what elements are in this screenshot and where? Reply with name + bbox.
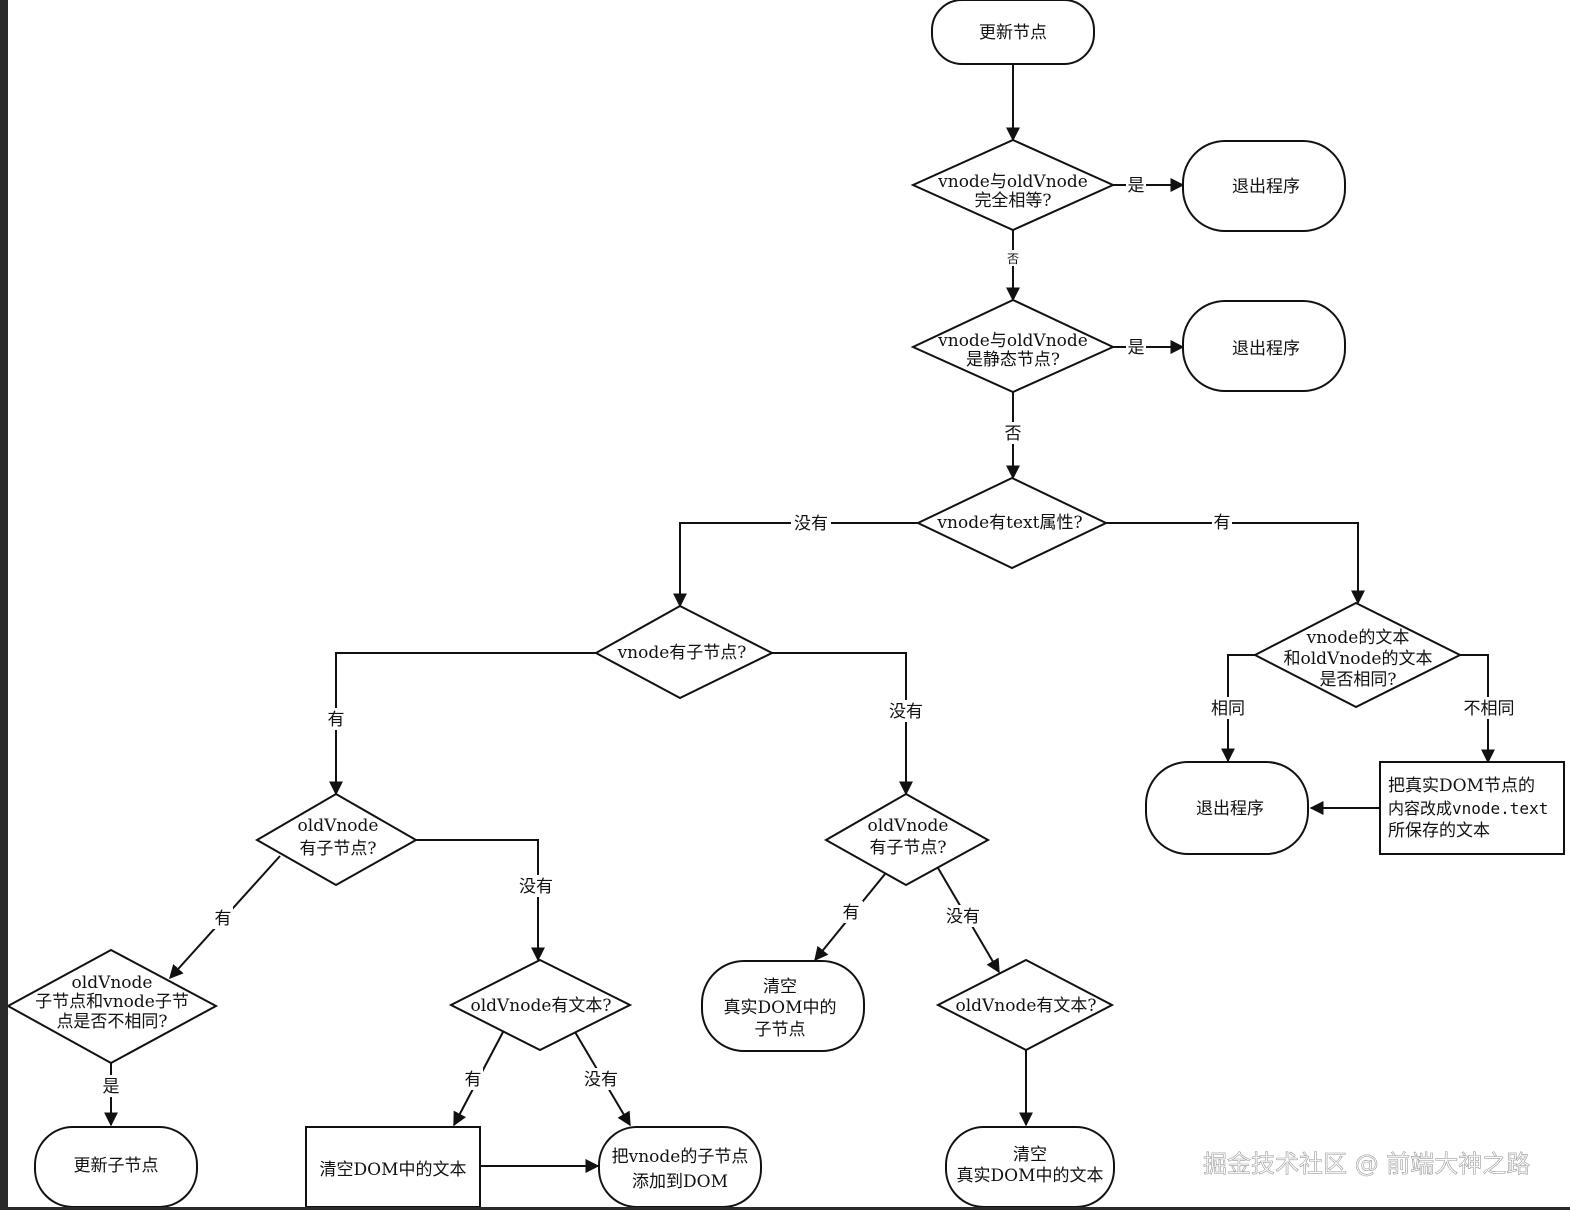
add-children-node xyxy=(598,1126,762,1207)
clear-children-line3: 子节点 xyxy=(755,1020,806,1040)
node-labels: 更新节点 vnode与oldVnode 完全相等? 退出程序 vnode与old… xyxy=(35,23,1548,1192)
edge-text-no xyxy=(673,522,918,608)
decision-same-text xyxy=(1252,601,1463,709)
clear-real-text-line1: 清空 xyxy=(1013,1145,1047,1165)
exit-1-label: 退出程序 xyxy=(1232,177,1300,197)
old-text-left-label: oldVnode有文本? xyxy=(470,996,611,1016)
set-text-line1: 把真实DOM节点的 xyxy=(1388,776,1535,796)
update-children-node xyxy=(34,1126,198,1207)
equal-label-line2: 完全相等? xyxy=(974,191,1051,211)
label-old-children-r-yes: 有 xyxy=(843,903,860,923)
decision-equal xyxy=(910,138,1116,232)
label-static-yes: 是 xyxy=(1128,338,1145,358)
label-static-no: 否 xyxy=(1005,424,1022,444)
edge-not-same xyxy=(1460,654,1495,764)
text-question-label: vnode有text属性? xyxy=(936,513,1082,533)
children-diff-line3: 点是否不相同? xyxy=(56,1012,167,1032)
flowchart-canvas: 更新节点 vnode与oldVnode 完全相等? 退出程序 vnode与old… xyxy=(8,0,1570,1207)
watermark-text: 掘金技术社区 @ 前端大神之路 xyxy=(1203,1150,1530,1178)
label-same: 相同 xyxy=(1211,699,1245,719)
old-text-right-label: oldVnode有文本? xyxy=(955,996,1096,1016)
children-diff-line1: oldVnode xyxy=(72,973,153,993)
start-label: 更新节点 xyxy=(979,23,1047,43)
flowchart: 更新节点 vnode与oldVnode 完全相等? 退出程序 vnode与old… xyxy=(8,0,1565,1207)
decision-old-children-right xyxy=(823,792,991,887)
label-old-children-l-yes: 有 xyxy=(215,909,232,929)
node-shapes xyxy=(8,0,1565,1207)
static-label-line1: vnode与oldVnode xyxy=(937,331,1088,351)
label-diff-yes: 是 xyxy=(103,1077,120,1097)
set-text-line3: 所保存的文本 xyxy=(1388,821,1490,841)
exit-3-label: 退出程序 xyxy=(1196,799,1264,819)
label-old-children-l-no: 没有 xyxy=(519,877,553,897)
edge-labels: 是 否 是 否 没有 有 相同 不相同 有 没有 有 没有 有 没有 是 有 没 xyxy=(101,174,1517,1097)
edge-children-no xyxy=(772,652,913,796)
children-diff-line2: 子节点和vnode子节 xyxy=(35,992,189,1012)
exit-node-1 xyxy=(1182,140,1346,232)
decision-old-text-left xyxy=(448,958,633,1052)
label-text-yes: 有 xyxy=(1214,513,1231,533)
label-old-text-l-yes: 有 xyxy=(465,1070,482,1090)
clear-dom-text-label: 清空DOM中的文本 xyxy=(320,1160,467,1180)
update-children-label: 更新子节点 xyxy=(74,1156,159,1176)
clear-children-line2: 真实DOM中的 xyxy=(724,998,837,1018)
label-equal-no: 否 xyxy=(1007,252,1019,266)
exit-2-label: 退出程序 xyxy=(1232,339,1300,359)
label-children-yes: 有 xyxy=(328,710,345,730)
same-text-line1: vnode的文本 xyxy=(1306,628,1410,648)
set-text-node xyxy=(1379,761,1565,855)
label-text-no: 没有 xyxy=(794,514,828,534)
old-children-left-line1: oldVnode xyxy=(298,816,379,836)
same-text-line2: 和oldVnode的文本 xyxy=(1284,649,1433,669)
old-children-left-line2: 有子节点? xyxy=(299,839,376,859)
decision-children-diff xyxy=(8,948,219,1065)
edge-children-yes xyxy=(329,652,596,796)
exit-node-3 xyxy=(1145,761,1309,855)
same-text-line3: 是否相同? xyxy=(1319,670,1396,690)
label-children-no: 没有 xyxy=(889,702,923,722)
set-text-line2: 内容改成vnode.text xyxy=(1388,799,1548,818)
clear-dom-text-node xyxy=(305,1126,481,1207)
decision-old-text-right xyxy=(935,958,1115,1052)
edge-same xyxy=(1221,654,1255,763)
children-question-label: vnode有子节点? xyxy=(617,643,747,663)
add-children-line1: 把vnode的子节点 xyxy=(612,1147,749,1167)
edge-oldchildren-l-no xyxy=(416,839,545,962)
start-node xyxy=(931,0,1095,65)
clear-real-text-line2: 真实DOM中的文本 xyxy=(957,1166,1104,1186)
equal-label-line1: vnode与oldVnode xyxy=(937,172,1088,192)
static-label-line2: 是静态节点? xyxy=(966,350,1060,370)
decision-children xyxy=(593,604,775,700)
decision-old-children-left xyxy=(254,792,419,887)
label-equal-yes: 是 xyxy=(1128,176,1145,196)
decision-static xyxy=(910,298,1116,394)
old-children-right-line2: 有子节点? xyxy=(869,838,946,858)
clear-children-line1: 清空 xyxy=(763,977,797,997)
label-old-children-r-no: 没有 xyxy=(946,907,980,927)
old-children-right-line1: oldVnode xyxy=(868,816,949,836)
decision-text xyxy=(915,476,1109,570)
clear-children-node xyxy=(701,960,865,1052)
add-children-line2: 添加到DOM xyxy=(632,1172,728,1192)
label-not-same: 不相同 xyxy=(1464,699,1515,719)
exit-node-2 xyxy=(1182,300,1346,392)
edge-text-yes xyxy=(1106,522,1365,605)
clear-real-text-node xyxy=(945,1126,1115,1207)
label-old-text-l-no: 没有 xyxy=(584,1070,618,1090)
